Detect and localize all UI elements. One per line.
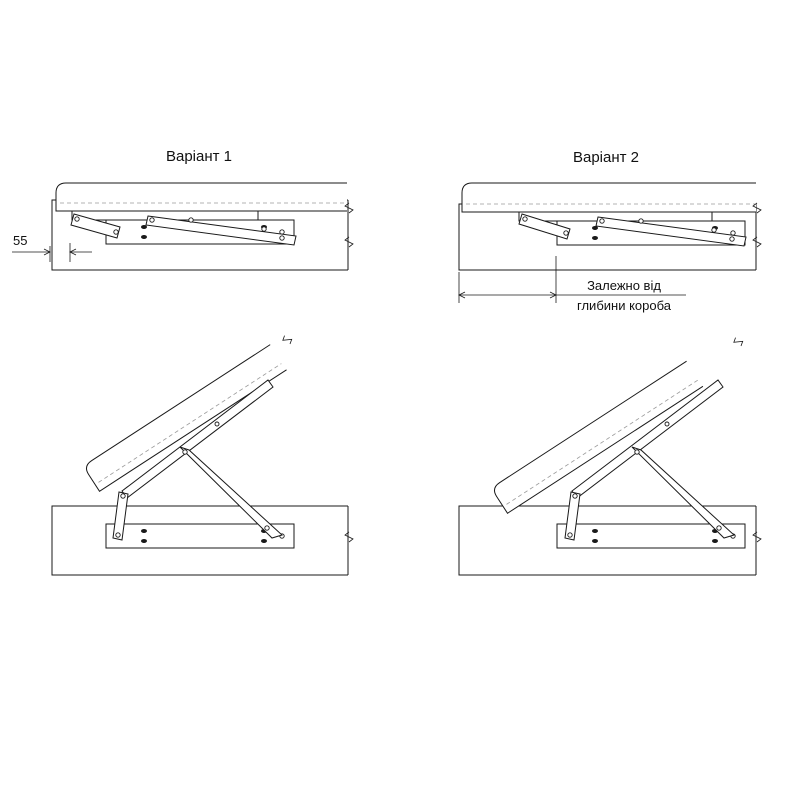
variant-1-open-view — [51, 333, 354, 576]
variant-2-open-view — [458, 335, 762, 576]
short-arm — [564, 491, 581, 541]
depth-note-line-1: Залежно від — [587, 278, 661, 293]
offset-dimension: 55 — [13, 233, 27, 248]
variant-2-title: Варіант 2 — [573, 149, 639, 166]
box-body — [51, 505, 348, 576]
depth-note-line-2: глибини короба — [577, 298, 672, 313]
long-arm — [595, 216, 747, 247]
lid-panel — [461, 182, 756, 213]
variant-2-closed-view: Залежно від глибини короба — [458, 182, 762, 313]
long-arm — [179, 446, 283, 539]
variant-1-title: Варіант 1 — [166, 148, 232, 165]
lid-panel — [85, 344, 287, 492]
long-arm — [631, 446, 735, 539]
lid-panel — [55, 182, 347, 212]
lid-panel — [493, 360, 704, 514]
box-body — [458, 505, 756, 576]
short-arm — [518, 213, 571, 240]
short-arm — [112, 491, 129, 541]
long-arm — [145, 215, 297, 246]
short-arm — [70, 213, 121, 239]
variant-1-closed-view: 55 — [12, 182, 354, 271]
